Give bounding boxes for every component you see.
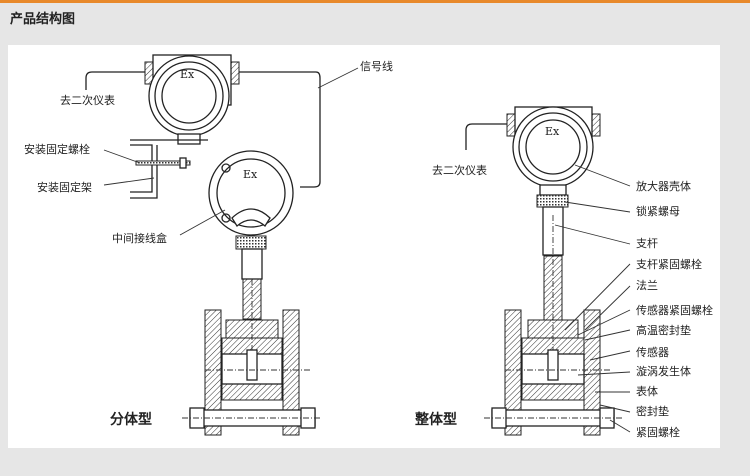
split-flow-body	[182, 309, 322, 436]
part-label: 锁紧螺母	[636, 204, 680, 218]
part-label: 传感器紧固螺栓	[636, 303, 713, 317]
junction-box: Ex	[208, 150, 294, 250]
amplifier-housing: Ex	[144, 54, 240, 145]
part-label: 密封垫	[636, 404, 669, 418]
part-label: 支杆紧固螺栓	[636, 257, 702, 271]
label-split-type: 分体型	[110, 411, 152, 428]
integral-flow-body	[484, 309, 622, 436]
integral-type-drawing: Ex	[465, 106, 631, 436]
part-label: 法兰	[636, 278, 658, 292]
label-mount-bracket: 安装固定架	[37, 180, 92, 194]
part-label: 传感器	[636, 346, 669, 359]
integral-housing-ex-mark: Ex	[545, 125, 560, 138]
part-label: 放大器壳体	[636, 179, 691, 193]
leader-lines	[554, 164, 631, 433]
label-integral-type: 整体型	[414, 411, 457, 428]
header-accent-bar	[0, 0, 750, 3]
label-junction-box: 中间接线盒	[112, 231, 167, 245]
part-label: 表体	[636, 384, 658, 398]
part-label: 支杆	[636, 236, 658, 250]
part-label: 紧固螺栓	[636, 425, 680, 439]
split-type-drawing: Ex Ex	[85, 54, 359, 436]
label-to-secondary-split: 去二次仪表	[60, 93, 115, 107]
diagram-panel	[8, 45, 720, 448]
part-label: 高温密封垫	[636, 323, 691, 337]
junction-ex-mark: Ex	[243, 168, 258, 181]
page-title: 产品结构图	[10, 12, 76, 27]
part-label: 漩涡发生体	[636, 364, 691, 378]
integral-amplifier-housing: Ex	[506, 106, 601, 196]
label-signal-line: 信号线	[360, 59, 393, 73]
mounting-bracket	[130, 139, 208, 199]
label-to-secondary-integral: 去二次仪表	[432, 163, 487, 177]
split-housing-ex-mark: Ex	[180, 68, 195, 81]
label-mount-bolt: 安装固定螺栓	[24, 142, 90, 156]
